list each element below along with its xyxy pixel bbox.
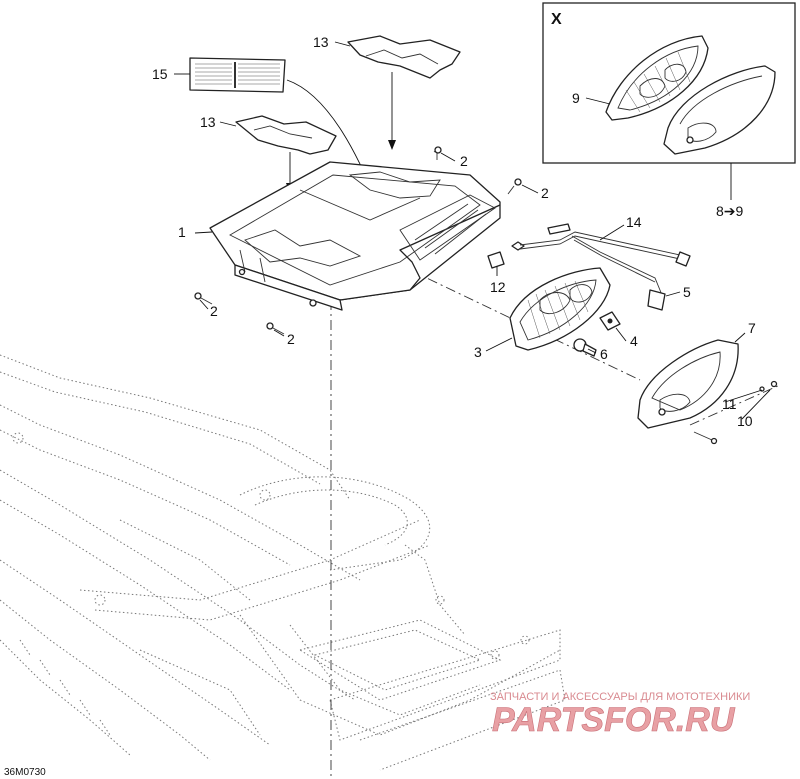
watermark: ЗАПЧАСТИ И АКСЕССУАРЫ ДЛЯ МОТОТЕХНИКИ PA… [490,691,750,739]
leader-lines [174,41,771,420]
callout-7: 7 [748,320,756,336]
watermark-brand: PARTSFOR.RU [492,701,736,739]
callout-9: 9 [572,90,580,106]
callout-4: 4 [630,333,638,349]
callout-5: 5 [683,284,691,300]
callout-2-b: 2 [541,185,549,201]
screw-2-d [266,322,285,335]
inset-housing [605,35,709,121]
connector [487,251,505,269]
gasket-lower [235,115,337,155]
callout-2-c: 2 [210,303,218,319]
callout-3: 3 [474,344,482,360]
callout-2-a: 2 [460,153,468,169]
storage-tray [209,161,501,311]
callout-10: 10 [737,413,753,429]
callout-2-d: 2 [287,331,295,347]
callout-12: 12 [490,279,506,295]
watermark-tagline: ЗАПЧАСТИ И АКСЕССУАРЫ ДЛЯ МОТОТЕХНИКИ [490,691,750,703]
callout-6: 6 [600,346,608,362]
callout-11: 11 [722,396,737,412]
vehicle-frame-outline [0,354,566,771]
arrow-down-upper [388,72,396,150]
screw-2-b [507,178,522,195]
screw-2-c [194,292,213,305]
screw-2-a [433,146,442,160]
inset-label: X [551,11,562,28]
gasket-upper [347,35,461,79]
tail-light-lens [637,339,739,429]
callout-14: 14 [626,214,642,230]
callout-8-to-9: 8➔9 [716,203,744,219]
warning-label [189,57,286,93]
bulb-socket [599,311,621,331]
callout-1: 1 [178,224,186,240]
callout-13-upper: 13 [313,34,329,50]
callout-13-lower: 13 [200,114,216,130]
wiring-harness [511,223,691,311]
inset-lens [663,65,776,155]
bulb [573,338,597,357]
tail-light-housing [509,267,611,351]
callout-15: 15 [152,66,168,82]
diagram-code: 36M0730 [4,767,46,778]
lens-screws [693,380,778,445]
